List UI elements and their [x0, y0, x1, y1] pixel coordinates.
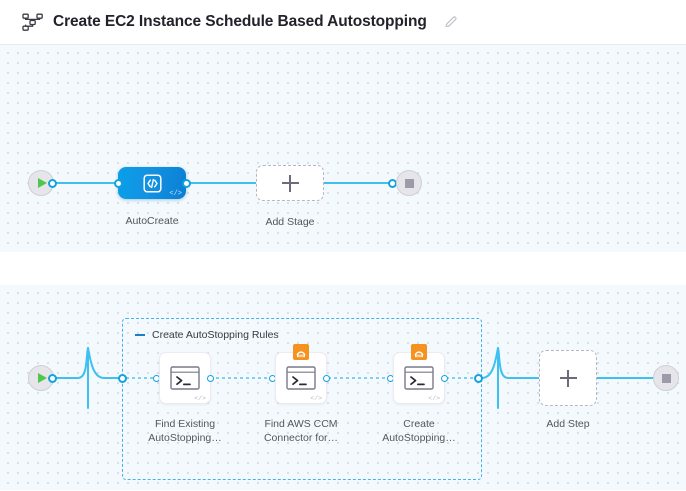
page-title: Create EC2 Instance Schedule Based Autos…: [53, 13, 427, 30]
step-group-header[interactable]: Create AutoStopping Rules: [135, 329, 279, 341]
start-output-port[interactable]: [48, 178, 57, 188]
step-find-existing-autostopping[interactable]: </>: [159, 352, 211, 404]
step3-output-port[interactable]: [441, 374, 448, 382]
steps-start-output-port[interactable]: [48, 373, 57, 383]
step1-label: Find Existing AutoStopping…: [133, 417, 237, 445]
pencil-edit-icon[interactable]: [444, 15, 458, 29]
aws-icon: [411, 344, 427, 360]
code-tag-icon: </>: [169, 190, 182, 198]
stage-label: AutoCreate: [125, 215, 179, 227]
code-tag-icon: </>: [428, 394, 440, 402]
step2-output-port[interactable]: [323, 374, 330, 382]
add-step-label: Add Step: [546, 418, 590, 430]
step2-label: Find AWS CCM Connector for…: [249, 417, 353, 445]
stage-autocreate[interactable]: </>: [118, 167, 186, 199]
group-input-port[interactable]: [118, 373, 127, 383]
code-tag-icon: </>: [310, 394, 322, 402]
stage-input-port[interactable]: [114, 178, 123, 188]
step-group-label: Create AutoStopping Rules: [152, 329, 279, 341]
pipeline-header: Create EC2 Instance Schedule Based Autos…: [0, 0, 686, 45]
step-find-aws-ccm-connector[interactable]: </>: [275, 344, 327, 404]
play-icon: [38, 178, 47, 188]
aws-icon: [293, 344, 309, 360]
steps-end-node[interactable]: [653, 365, 679, 391]
add-stage-button[interactable]: [256, 165, 324, 201]
plus-icon: [559, 369, 577, 387]
pipeline-start-node[interactable]: [28, 170, 54, 196]
step3-label-line1: Create: [403, 418, 435, 430]
code-brackets-icon: [142, 173, 162, 193]
step2-label-line1: Find AWS CCM: [264, 418, 338, 430]
shell-terminal-icon: [286, 366, 316, 390]
step-group-create-autostopping-rules[interactable]: Create AutoStopping Rules: [122, 318, 482, 480]
plus-icon: [281, 174, 299, 192]
stop-icon: [661, 373, 671, 383]
step3-label: Create AutoStopping…: [367, 417, 471, 445]
pipeline-stages-canvas[interactable]: </> AutoCreate Add Stage: [0, 45, 686, 252]
step1-output-port[interactable]: [207, 374, 214, 382]
group-output-port[interactable]: [474, 373, 483, 383]
collapse-minus-icon[interactable]: [135, 334, 145, 336]
shell-terminal-icon: [404, 366, 434, 390]
step-create-autostopping[interactable]: </>: [393, 344, 445, 404]
play-icon: [38, 373, 47, 383]
pipeline-end-node[interactable]: [396, 170, 422, 196]
shell-terminal-icon: [170, 366, 200, 390]
stop-icon: [404, 178, 414, 188]
canvas-divider: [0, 252, 686, 285]
pipeline-graph-icon: [22, 13, 44, 31]
step2-label-line2: Connector for…: [263, 432, 339, 444]
step1-label-line1: Find Existing: [154, 418, 216, 430]
add-stage-label: Add Stage: [265, 216, 315, 228]
step3-label-line2: AutoStopping…: [382, 432, 456, 444]
code-tag-icon: </>: [194, 394, 206, 402]
step1-label-line2: AutoStopping…: [148, 432, 222, 444]
stage-output-port[interactable]: [182, 178, 191, 188]
add-step-button[interactable]: [539, 350, 597, 406]
pipeline-steps-canvas[interactable]: Create AutoStopping Rules </> Find E: [0, 285, 686, 490]
